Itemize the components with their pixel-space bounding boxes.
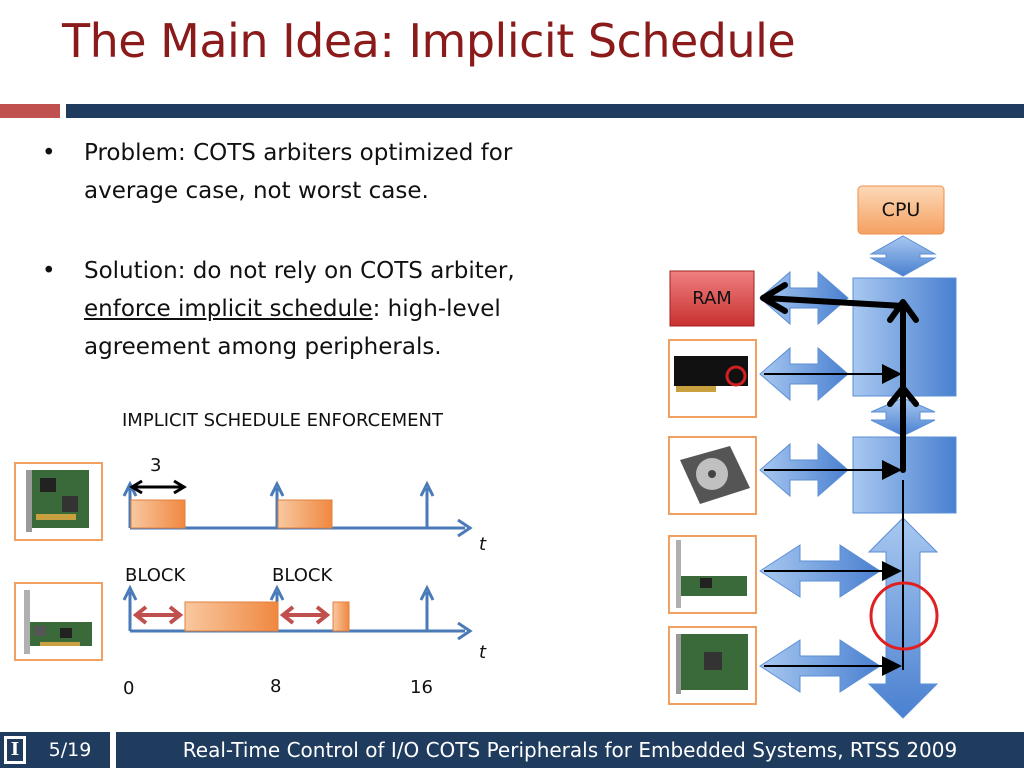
tick-label-0: 0 bbox=[123, 678, 135, 699]
ram-box bbox=[669, 270, 755, 327]
title-rule bbox=[66, 104, 1024, 118]
bullet-problem: • Problem: COTS arbiters optimized for a… bbox=[42, 134, 582, 210]
peripheral-card-top-image bbox=[14, 462, 103, 541]
network-card-image bbox=[668, 535, 757, 614]
block-label-2: BLOCK bbox=[272, 565, 333, 586]
cpu-bus-arrow bbox=[869, 235, 937, 277]
cpu-box bbox=[857, 185, 945, 235]
footer-bar bbox=[0, 732, 1024, 768]
transfer-block bbox=[184, 601, 279, 632]
data-flow-arrows bbox=[764, 364, 904, 676]
page-number: 5/19 bbox=[48, 739, 92, 761]
bullet-dot: • bbox=[42, 140, 56, 166]
timeline-axis-arrowhead bbox=[457, 621, 473, 641]
university-logo: I bbox=[4, 736, 26, 764]
footer-divider bbox=[110, 732, 116, 768]
ram-label: RAM bbox=[692, 288, 732, 309]
bullet-list: • Problem: COTS arbiters optimized for a… bbox=[42, 134, 582, 366]
gpu-image bbox=[668, 339, 757, 418]
tick-label-16: 16 bbox=[410, 677, 433, 698]
bullet-solution-lead: Solution: do not rely on COTS arbiter, bbox=[84, 258, 515, 284]
contention-circle bbox=[869, 581, 939, 651]
peripheral-card-bottom-image bbox=[14, 582, 103, 661]
transfer-block bbox=[332, 601, 350, 632]
timeline-tick-16-head bbox=[419, 480, 435, 497]
schedule-heading: IMPLICIT SCHEDULE ENFORCEMENT bbox=[122, 410, 443, 431]
timeline-top bbox=[122, 479, 473, 538]
hard-disk-image bbox=[668, 436, 757, 515]
timeline-bottom bbox=[122, 584, 473, 641]
bullet-solution-tail: : high-level agreement among peripherals… bbox=[84, 296, 501, 360]
university-logo-letter: I bbox=[7, 739, 23, 761]
timeline-axis-arrowhead bbox=[457, 518, 473, 538]
footer-text: Real-Time Control of I/O COTS Peripheral… bbox=[182, 738, 958, 762]
timeline-tick-8-head bbox=[269, 480, 285, 497]
axis-label-top: t bbox=[479, 534, 487, 555]
bullet-problem-text: Problem: COTS arbiters optimized for ave… bbox=[84, 140, 513, 204]
axis-label-bottom: t bbox=[479, 642, 487, 663]
slide-title: The Main Idea: Implicit Schedule bbox=[62, 14, 796, 68]
title-rule-accent bbox=[0, 104, 60, 118]
bullet-solution-underlined: enforce implicit schedule bbox=[84, 296, 373, 322]
tick-label-8: 8 bbox=[270, 676, 282, 697]
slot-block bbox=[130, 499, 186, 529]
bullet-solution: • Solution: do not rely on COTS arbiter,… bbox=[42, 252, 582, 366]
dma-path-to-ram bbox=[760, 282, 919, 473]
cpu-label: CPU bbox=[881, 199, 921, 221]
bullet-dot: • bbox=[42, 258, 56, 284]
interval-label: 3 bbox=[150, 455, 162, 476]
io-card-image bbox=[668, 626, 757, 705]
block-label-1: BLOCK bbox=[125, 565, 186, 586]
slot-block bbox=[277, 499, 333, 529]
timeline-tick-0-head bbox=[122, 480, 138, 497]
